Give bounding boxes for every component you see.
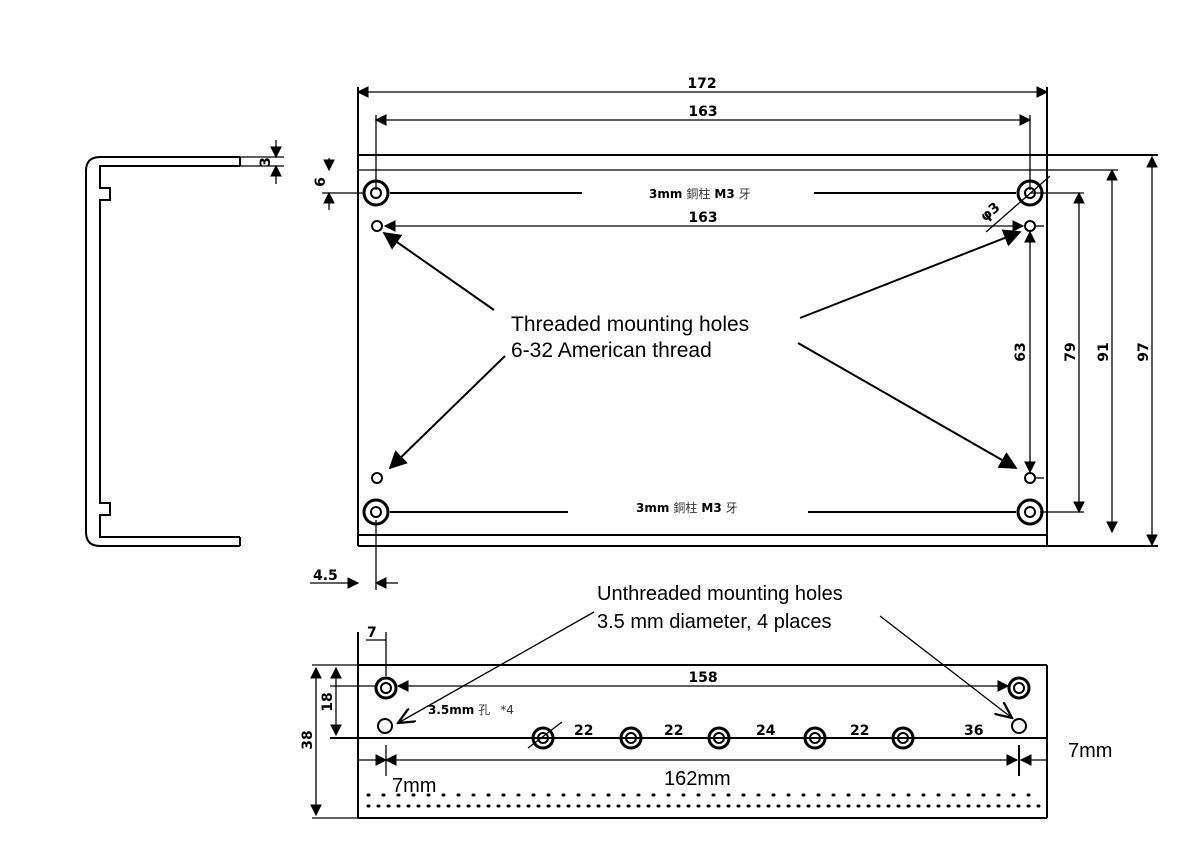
dim-172: 172: [356, 76, 1049, 98]
dim-38-label: 38: [300, 730, 316, 749]
svg-text:3mm 銅柱 M3 牙: 3mm 銅柱 M3 牙: [649, 185, 751, 202]
dim-63: 63: [1013, 230, 1036, 474]
unthreaded-note-line1: Unthreaded mounting holes: [597, 583, 843, 605]
dim-bottom-spans: 7mm 162mm 7mm: [358, 740, 1112, 797]
unthreaded-holes-note: Unthreaded mounting holes 3.5 mm diamete…: [398, 583, 1012, 723]
dim-163-top-label: 163: [688, 104, 717, 120]
dim-91: 91: [1096, 168, 1118, 534]
dim-38: 38: [300, 666, 322, 817]
spacing-4: 22: [850, 723, 869, 739]
hole-count-label: 3.5mm 孔 *4: [428, 701, 514, 718]
span-162-label: 162mm: [664, 768, 731, 790]
dim-158-label: 158: [688, 670, 717, 686]
spacing-1: 22: [574, 723, 593, 739]
threaded-holes-note: Threaded mounting holes 6-32 American th…: [382, 229, 1022, 470]
standoff-center-lines: [322, 192, 1016, 513]
dim-79-label: 79: [1063, 342, 1079, 361]
unthreaded-note-line2: 3.5 mm diameter, 4 places: [597, 611, 832, 633]
dim-7-bottom: 7: [366, 625, 387, 676]
threaded-note-line1: Threaded mounting holes: [511, 313, 749, 336]
dim-163-top: 163: [374, 104, 1032, 190]
standoff-label-bottom: 3mm 銅柱 M3 牙: [636, 499, 738, 516]
connector-row: [527, 721, 915, 750]
margin-left-label: 7mm: [392, 775, 436, 797]
connector-spacings: 22 22 24 22 36: [574, 723, 983, 739]
threaded-note-line2: 6-32 American thread: [511, 339, 712, 362]
margin-right-label: 7mm: [1068, 740, 1112, 762]
bottom-standoffs: [374, 676, 1031, 734]
dim-163-small: 163: [383, 210, 1025, 232]
dotted-rows: [366, 793, 1042, 808]
spacing-5: 36: [964, 723, 983, 739]
dim-side-3: 3: [258, 157, 274, 167]
svg-text:3mm 銅柱 M3 牙: 3mm 銅柱 M3 牙: [636, 499, 738, 516]
dim-7-label: 7: [367, 625, 377, 641]
dim-6: 6: [313, 158, 335, 210]
dim-91-label: 91: [1096, 342, 1112, 361]
side-profile: 3: [85, 140, 284, 547]
dim-172-label: 172: [687, 76, 716, 92]
dim-158: 158: [396, 670, 1010, 692]
dim-63-label: 63: [1013, 342, 1029, 361]
dim-163-small-label: 163: [688, 210, 717, 226]
dim-79: 79: [1063, 191, 1085, 514]
svg-text:3.5mm 孔 *4: 3.5mm 孔 *4: [428, 701, 514, 718]
spacing-2: 22: [664, 723, 683, 739]
phi3-label: φ3: [977, 199, 1003, 225]
dim-4-5: 4.5: [310, 520, 398, 590]
dim-97-label: 97: [1136, 342, 1152, 361]
standoff-label-top: 3mm 銅柱 M3 牙: [649, 185, 751, 202]
spacing-3: 24: [756, 723, 776, 739]
dim-6-label: 6: [313, 177, 329, 187]
top-plate: [357, 87, 1158, 547]
dim-97: 97: [1136, 155, 1158, 547]
dim-18: 18: [320, 666, 342, 737]
dim-18-label: 18: [320, 692, 336, 711]
bottom-plate: [312, 632, 1048, 819]
dim-4-5-label: 4.5: [313, 568, 338, 584]
